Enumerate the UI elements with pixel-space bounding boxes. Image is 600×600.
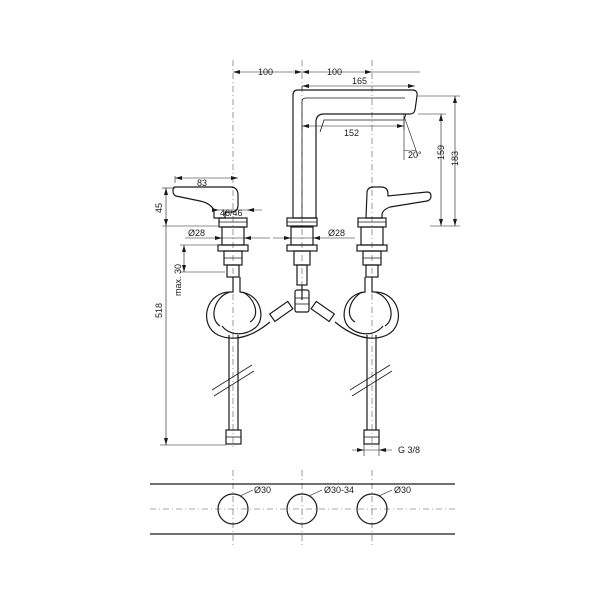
dim-45: 45	[154, 203, 164, 213]
tee-connector	[268, 289, 336, 323]
right-handle	[357, 186, 432, 228]
dim-100-left: 100	[258, 67, 273, 77]
dim-d28-right: Ø28	[328, 228, 345, 238]
dim-518: 518	[154, 303, 164, 318]
dim-165: 165	[352, 76, 367, 86]
hole-center	[286, 493, 318, 525]
dim-d30-34: Ø30-34	[324, 485, 354, 495]
dim-183: 183	[450, 151, 460, 166]
dim-83: 83	[197, 178, 207, 188]
dim-d30-left: Ø30	[254, 485, 271, 495]
dim-20-deg: 20°	[408, 150, 422, 160]
dim-d28-left: Ø28	[188, 228, 205, 238]
vertical-dimensions: max. 30 518	[154, 226, 226, 446]
hole-left	[217, 493, 249, 525]
left-handle	[172, 186, 248, 228]
dim-159: 159	[436, 145, 446, 160]
dim-d30-right: Ø30	[394, 485, 411, 495]
top-dimensions: 100 100 165 152 20° 159 183	[233, 67, 460, 227]
center-lines	[150, 60, 455, 545]
dim-152: 152	[344, 128, 359, 138]
dim-max30: max. 30	[173, 264, 183, 296]
handle-dimensions: 83 45 46/46	[154, 176, 262, 227]
dim-46-46: 46/46	[220, 208, 243, 218]
hole-layout: Ø30 Ø30-34 Ø30	[150, 483, 455, 535]
hole-right	[356, 493, 388, 525]
mounting-bodies	[217, 226, 388, 300]
hoses	[205, 277, 400, 445]
dim-g3-8: G 3/8	[398, 445, 420, 455]
thread-dimension: G 3/8	[352, 444, 420, 456]
diameter-dimensions: Ø28 Ø28	[185, 228, 355, 240]
dim-100-right: 100	[327, 67, 342, 77]
